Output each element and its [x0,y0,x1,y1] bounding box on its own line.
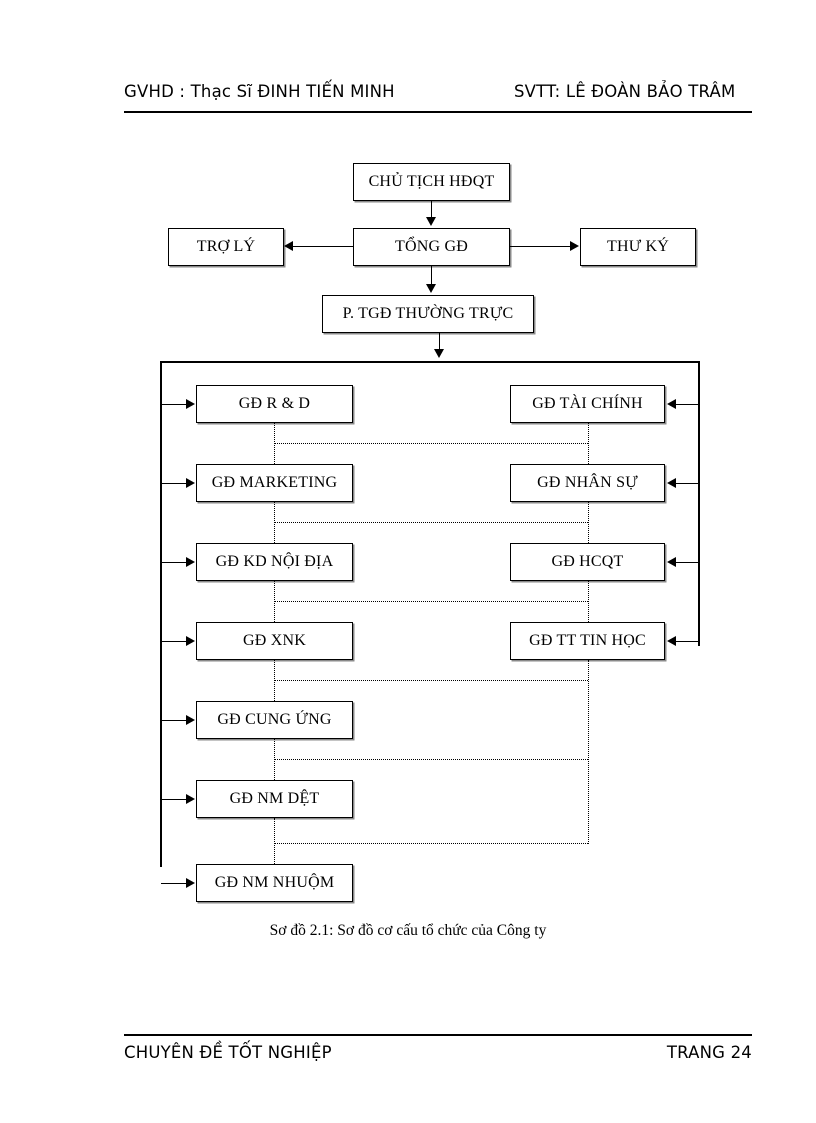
connector-chairman-to-gd [431,201,432,220]
dotted-right-link-0 [588,423,589,464]
connector-gd-to-deputy [431,266,432,286]
connector-bus-to-right-0 [676,404,699,405]
page-header: GVHD : Thạc Sĩ ĐINH TIẾN MINH SVTT: LÊ Đ… [124,82,752,108]
node-right-0: GĐ TÀI CHÍNH [510,385,665,423]
connector-bus-to-left-5 [161,799,187,800]
node-left-5: GĐ NM DỆT [196,780,353,818]
node-left-3: GĐ XNK [196,622,353,660]
node-left-6: GĐ NM NHUỘM [196,864,353,902]
node-left-1: GĐ MARKETING [196,464,353,502]
arrowhead-left-4 [186,715,195,725]
dotted-cross-link-2 [274,601,588,602]
node-right-3: GĐ TT TIN HỌC [510,622,665,660]
bus-vertical-right [698,361,700,646]
node-assistant: TRỢ LÝ [168,228,284,266]
dotted-left-link-5 [274,818,275,864]
header-advisor: GVHD : Thạc Sĩ ĐINH TIẾN MINH [124,82,395,101]
arrowhead-right-2 [667,557,676,567]
arrowhead-left-3 [186,636,195,646]
arrowhead-left-5 [186,794,195,804]
dotted-cross-link-5 [274,843,588,844]
dotted-cross-link-1 [274,522,588,523]
connector-bus-to-left-2 [161,562,187,563]
arrowhead-deputy-to-bus [434,349,444,358]
node-left-4: GĐ CUNG ỨNG [196,701,353,739]
node-deputy-director: P. TGĐ THƯỜNG TRỰC [322,295,534,333]
header-student: SVTT: LÊ ĐOÀN BẢO TRÂM [514,82,736,101]
arrowhead-gd-to-assistant [284,241,293,251]
node-left-2: GĐ KD NỘI ĐỊA [196,543,353,581]
connector-deputy-to-bus [439,333,440,352]
arrowhead-gd-to-secretary [570,241,579,251]
node-general-director: TỔNG GĐ [353,228,510,266]
connector-gd-to-secretary [510,246,571,247]
dotted-cross-link-3 [274,680,588,681]
dotted-cross-link-0 [274,443,588,444]
connector-bus-to-right-2 [676,562,699,563]
node-chairman: CHỦ TỊCH HĐQT [353,163,510,201]
footer-divider [124,1034,752,1036]
connector-bus-to-left-1 [161,483,187,484]
dotted-right-link-3 [588,660,589,844]
footer-title: CHUYÊN ĐỀ TỐT NGHIỆP [124,1043,332,1062]
arrowhead-left-1 [186,478,195,488]
arrowhead-right-0 [667,399,676,409]
dotted-right-link-1 [588,502,589,543]
arrowhead-left-0 [186,399,195,409]
footer-page-number: TRANG 24 [666,1043,752,1062]
node-left-0: GĐ R & D [196,385,353,423]
arrowhead-gd-to-deputy [426,284,436,293]
connector-bus-to-left-3 [161,641,187,642]
node-secretary: THƯ KÝ [580,228,696,266]
figure-caption: Sơ đồ 2.1: Sơ đồ cơ cấu tổ chức của Công… [269,922,547,939]
bus-vertical-left [160,361,162,867]
connector-bus-to-right-3 [676,641,699,642]
dotted-right-link-2 [588,581,589,622]
header-divider [124,111,752,113]
connector-bus-to-right-1 [676,483,699,484]
arrowhead-right-3 [667,636,676,646]
arrowhead-left-6 [186,878,195,888]
page-footer: CHUYÊN ĐỀ TỐT NGHIỆP TRANG 24 [124,1043,752,1069]
bus-horizontal-top [160,361,700,363]
arrowhead-right-1 [667,478,676,488]
dotted-cross-link-4 [274,759,588,760]
arrowhead-left-2 [186,557,195,567]
connector-bus-to-left-0 [161,404,187,405]
node-right-1: GĐ NHÂN SỰ [510,464,665,502]
connector-gd-to-assistant [293,246,353,247]
arrowhead-chairman-to-gd [426,217,436,226]
connector-bus-to-left-6 [161,883,187,884]
connector-bus-to-left-4 [161,720,187,721]
node-right-2: GĐ HCQT [510,543,665,581]
